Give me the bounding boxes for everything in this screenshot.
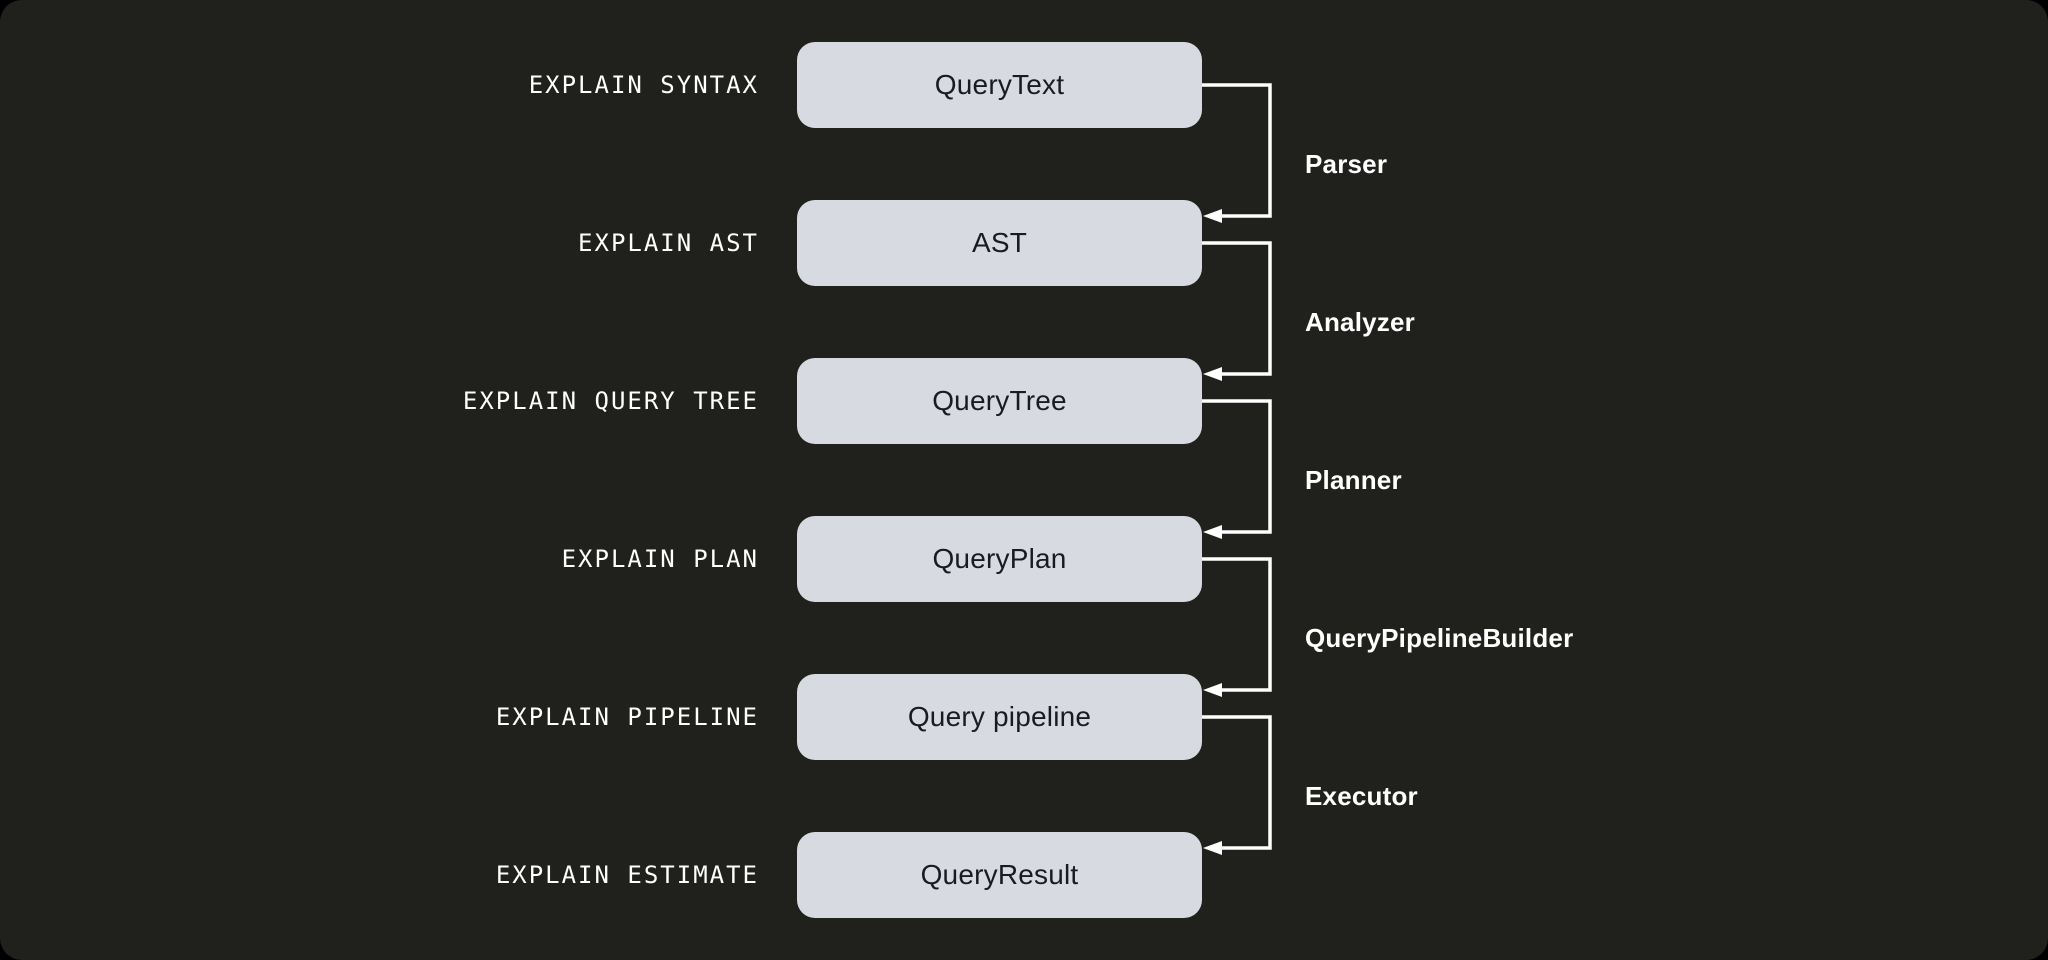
explain-command-label: EXPLAIN PLAN (561, 545, 759, 573)
stage-box-label: QueryTree (932, 385, 1067, 416)
stage-box-query-pipeline: Query pipeline (797, 674, 1202, 760)
phase-label-planner: Planner (1305, 465, 1402, 495)
stage-box-label: QueryText (934, 69, 1065, 100)
connector-arrow (1202, 241, 1272, 381)
stage-box-querytext: QueryText (797, 42, 1202, 128)
stage-box-label: AST (971, 227, 1028, 258)
explain-command-label: EXPLAIN SYNTAX (528, 71, 759, 99)
explain-command-label: EXPLAIN QUERY TREE (462, 387, 759, 415)
connector-arrow (1202, 715, 1272, 855)
phase-label-executor: Executor (1305, 781, 1418, 811)
explain-command-label: EXPLAIN PIPELINE (495, 703, 759, 731)
explain-command-label: EXPLAIN ESTIMATE (495, 861, 759, 889)
stage-box-ast: AST (797, 200, 1202, 286)
connector-arrow (1202, 557, 1272, 697)
phase-label-querypipelinebuilder: QueryPipelineBuilder (1305, 623, 1574, 653)
stage-box-queryresult: QueryResult (797, 832, 1202, 918)
stage-box-queryplan: QueryPlan (797, 516, 1202, 602)
connector-arrow (1202, 83, 1272, 223)
stage-box-label: QueryResult (920, 859, 1079, 890)
connector-arrow (1202, 399, 1272, 539)
stage-box-label: Query pipeline (907, 701, 1092, 732)
phase-label-parser: Parser (1305, 149, 1388, 179)
stage-box-querytree: QueryTree (797, 358, 1202, 444)
phase-label-analyzer: Analyzer (1305, 307, 1415, 337)
stage-box-label: QueryPlan (932, 543, 1067, 574)
explain-command-label: EXPLAIN AST (578, 229, 759, 257)
